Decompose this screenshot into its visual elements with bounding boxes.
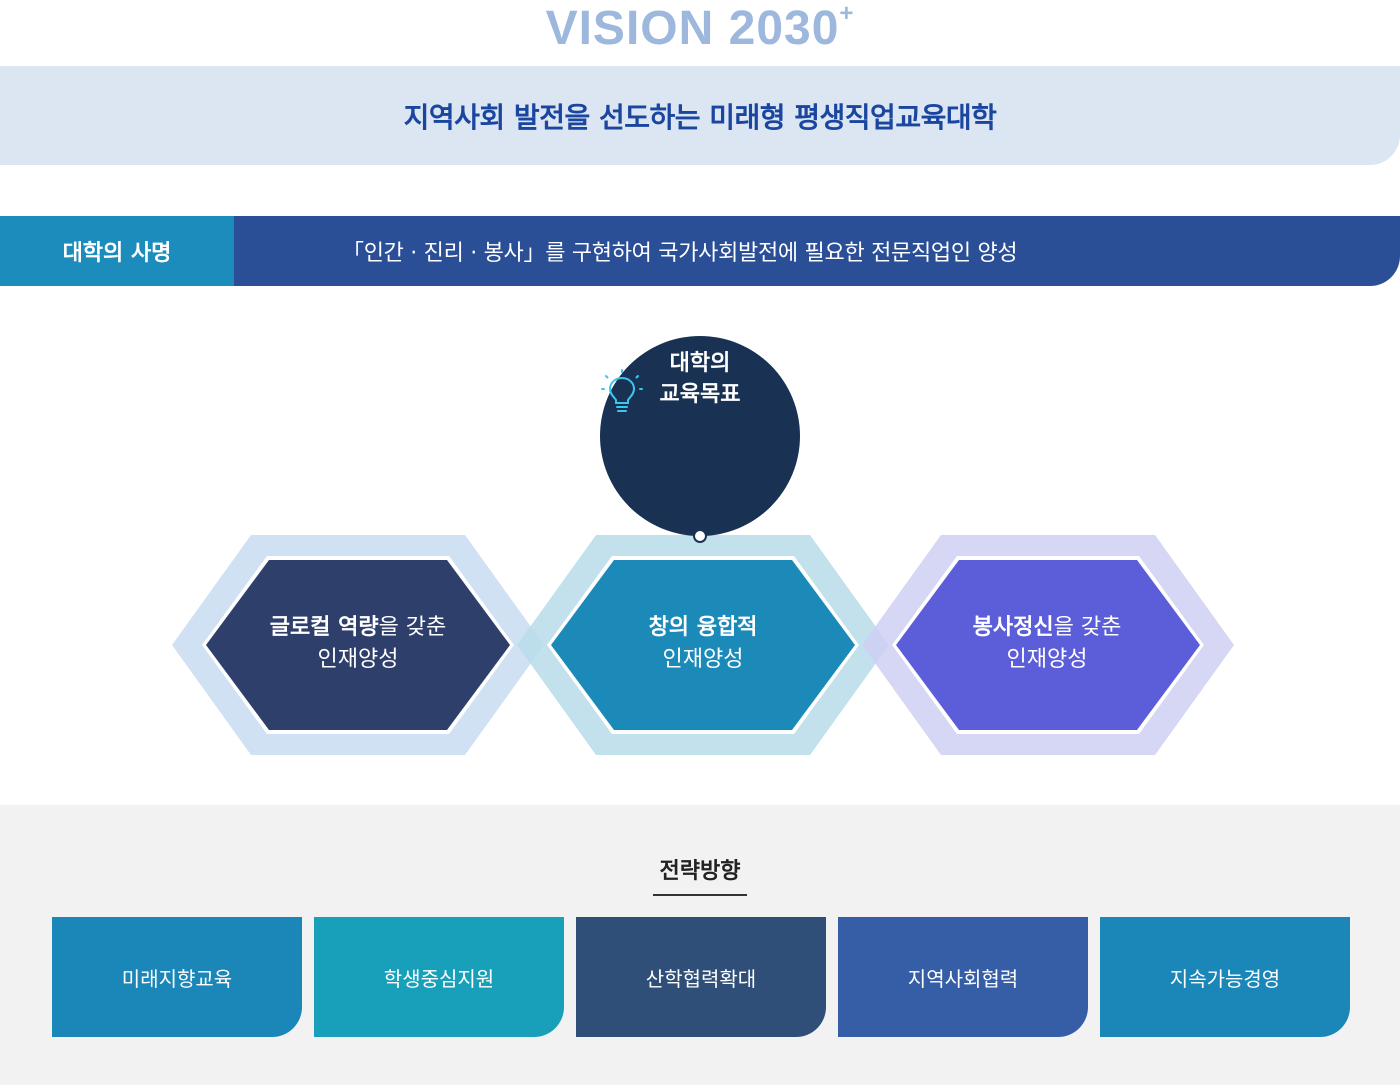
education-goal-circle: 대학의 교육목표 — [600, 336, 800, 536]
hexagon-inner-3 — [896, 560, 1200, 730]
hexagon-text-3: 봉사정신을 갖춘 인재양성 — [897, 612, 1197, 676]
hexagon-3-rest: 을 갖춘 — [1053, 615, 1122, 640]
hexagon-1-bold: 글로컬 역량 — [269, 615, 379, 640]
strategy-title-underline — [653, 894, 747, 896]
hexagon-2-line2: 인재양성 — [662, 647, 744, 672]
vision-statement: 지역사회 발전을 선도하는 미래형 평생직업교육대학 — [403, 100, 997, 134]
education-goal-label: 대학의 교육목표 — [659, 351, 741, 407]
vision-title-text: VISION 2030 — [545, 2, 840, 55]
hexagon-text-2: 창의 융합적 인재양성 — [553, 612, 853, 676]
lightbulb-icon — [601, 369, 643, 412]
connector-dot — [693, 529, 707, 543]
strategy-title: 전략방향 — [659, 859, 741, 884]
hexagon-3-bold: 봉사정신 — [972, 615, 1054, 640]
strategy-item-1: 미래지향교육 — [52, 917, 302, 1037]
vision-title: VISION 2030+ — [0, 0, 1400, 59]
strategy-section: 전략방향 미래지향교육 학생중심지원 산학협력확대 지역사회협력 지속가능경영 — [0, 805, 1400, 1085]
vision-banner: 지역사회 발전을 선도하는 미래형 평생직업교육대학 — [0, 66, 1400, 165]
mission-bar: 대학의 사명 「인간 · 진리 · 봉사」를 구현하여 국가사회발전에 필요한 … — [0, 216, 1400, 286]
hexagon-3-line2: 인재양성 — [1006, 647, 1088, 672]
hexagon-1-line2: 인재양성 — [317, 647, 399, 672]
hexagon-graphic — [172, 535, 1234, 755]
vision-title-sup: + — [839, 0, 855, 27]
hexagon-inner-2 — [551, 560, 855, 730]
education-goal-diagram: 대학의 교육목표 글로컬 역량을 갖춘 인재양성 창의 융합적 인재양성 봉사정… — [0, 300, 1400, 790]
mission-label: 대학의 사명 — [0, 216, 234, 286]
mission-text: 「인간 · 진리 · 봉사」를 구현하여 국가사회발전에 필요한 전문직업인 양… — [234, 216, 1400, 286]
strategy-list: 미래지향교육 학생중심지원 산학협력확대 지역사회협력 지속가능경영 — [52, 917, 1350, 1037]
strategy-item-5: 지속가능경영 — [1100, 917, 1350, 1037]
hexagon-inner-1 — [206, 560, 510, 730]
strategy-item-2: 학생중심지원 — [314, 917, 564, 1037]
strategy-item-4: 지역사회협력 — [838, 917, 1088, 1037]
hexagon-1-rest: 을 갖춘 — [378, 615, 447, 640]
hexagon-text-1: 글로컬 역량을 갖춘 인재양성 — [208, 612, 508, 676]
hexagon-2-bold: 창의 융합적 — [648, 615, 758, 640]
strategy-item-3: 산학협력확대 — [576, 917, 826, 1037]
